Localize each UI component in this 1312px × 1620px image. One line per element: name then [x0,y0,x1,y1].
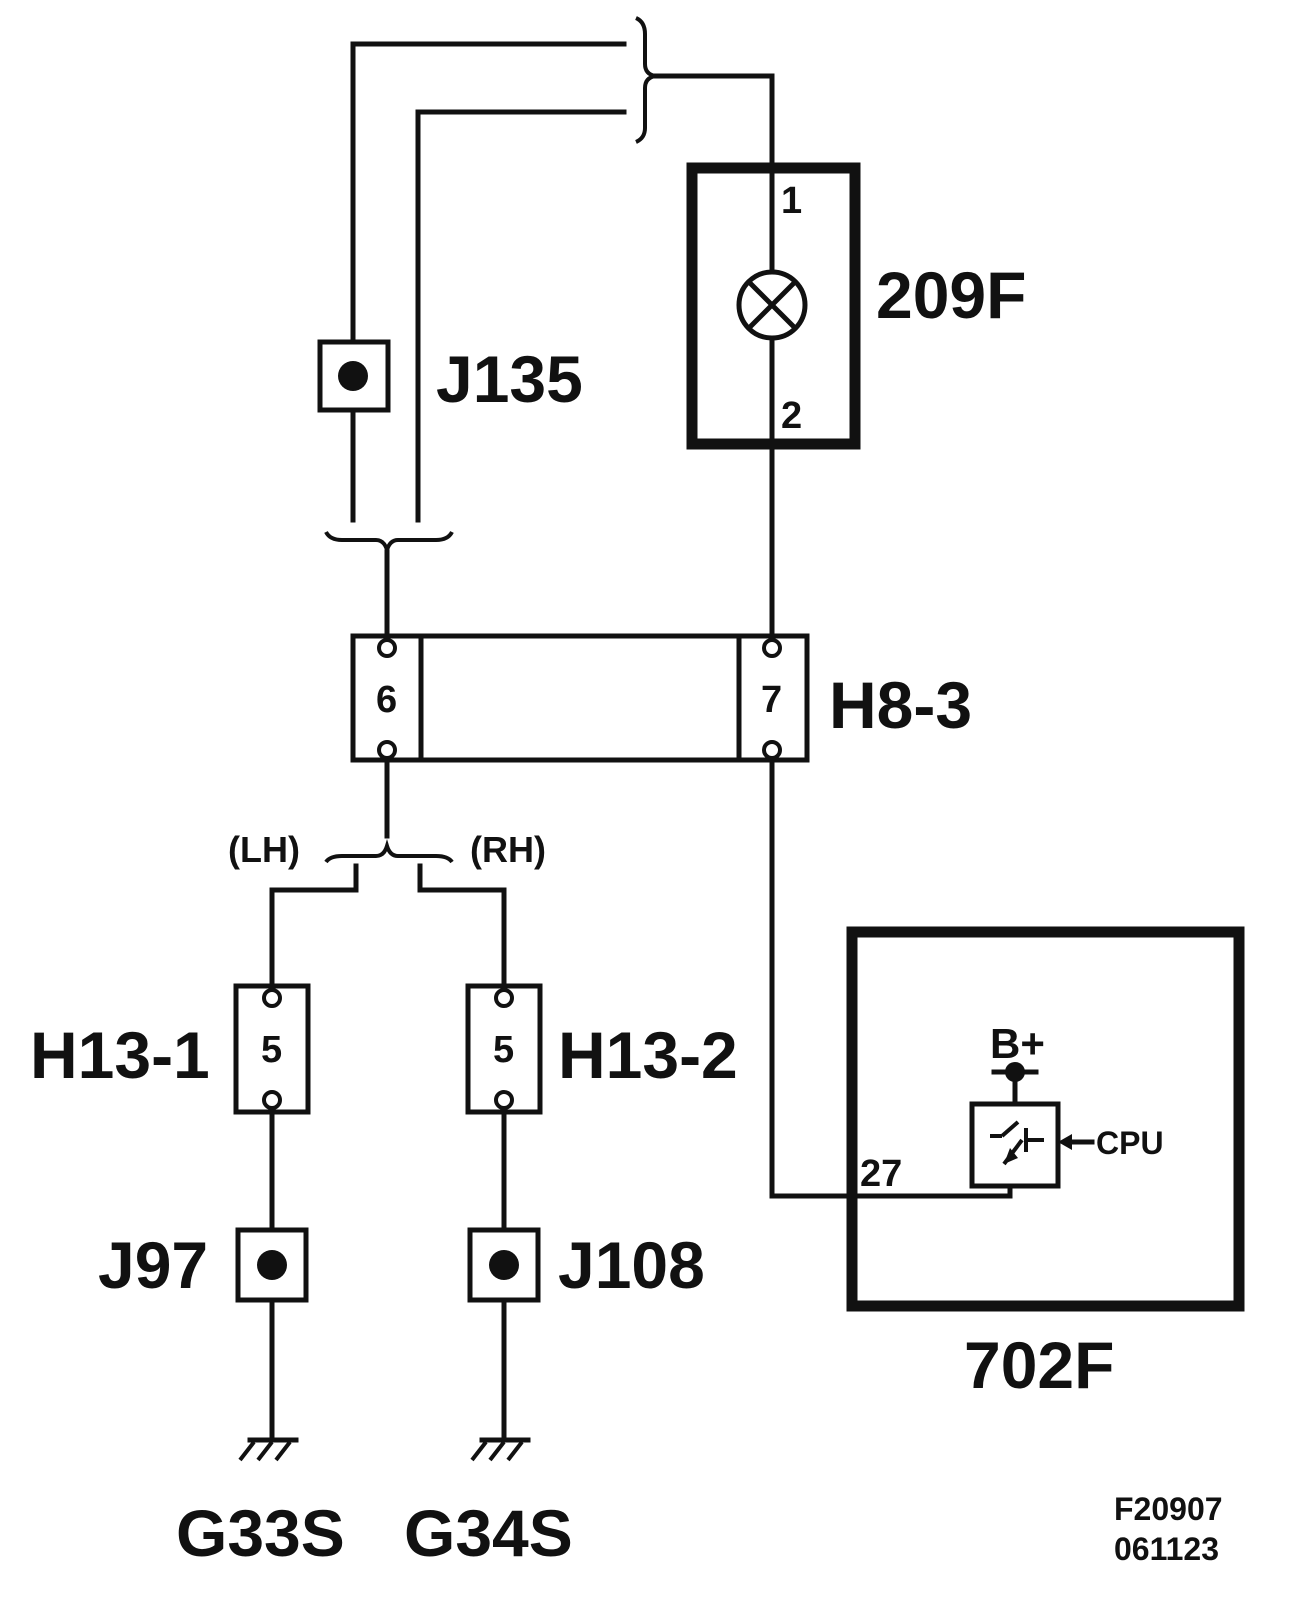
ground-g34s-label: G34S [404,1496,573,1570]
ground-g33s: G33S [176,1437,345,1570]
connector-h13-2-label: H13-2 [558,1018,738,1092]
splice-j108: J108 [467,1227,705,1303]
splice-dot-icon [338,361,368,391]
module-pin-27: 27 [860,1153,902,1195]
merge-brace [324,530,454,557]
connector-h13-2: 5 H13-2 [465,983,738,1115]
figure-date: 061123 [1114,1531,1219,1567]
ground-icon [470,1437,531,1462]
figure-code: F20907 [1114,1491,1223,1527]
splice-dot-icon [489,1250,519,1280]
connector-h13-1-label: H13-1 [30,1018,210,1092]
splice-dot-icon [257,1250,287,1280]
lamp-pin-1: 1 [781,180,802,222]
module-702f-label: 702F [964,1328,1114,1402]
h83-pin-7: 7 [761,679,782,721]
driver-box [969,1101,1061,1189]
arrow-left-icon [1058,1134,1072,1150]
branch-label-rh: (RH) [470,829,546,870]
branch-split: (LH) (RH) [228,757,546,989]
splice-j135-label: J135 [436,342,583,416]
lamp-209f: 1 2 209F [686,162,1026,450]
connector-h8-3-label: H8-3 [829,668,972,742]
module-supply-label: B+ [990,1020,1045,1067]
ground-g34s: G34S [404,1437,573,1570]
lamp-pin-2: 2 [781,395,802,437]
splice-j97: J97 [98,1227,309,1303]
splice-j97-label: J97 [98,1228,208,1302]
connector-h8-3: 6 7 H8-3 [350,633,972,763]
splice-j135: J135 [317,339,583,416]
module-input-label: CPU [1096,1125,1164,1161]
splice-j108-label: J108 [558,1228,705,1302]
ground-icon [238,1437,299,1462]
lamp-label: 209F [876,258,1026,332]
connector-h13-1: 5 H13-1 [30,983,311,1115]
module-702f: 27 B+ CPU 702F [846,926,1245,1402]
supply-dot-icon [1005,1062,1025,1082]
h131-pin-5: 5 [261,1029,282,1071]
branch-label-lh: (LH) [228,829,300,870]
transistor-icon [990,1120,1044,1166]
h132-pin-5: 5 [493,1029,514,1071]
h83-to-702f-wire [769,757,1013,1199]
h83-pin-6: 6 [376,679,397,721]
ground-g33s-label: G33S [176,1496,345,1570]
